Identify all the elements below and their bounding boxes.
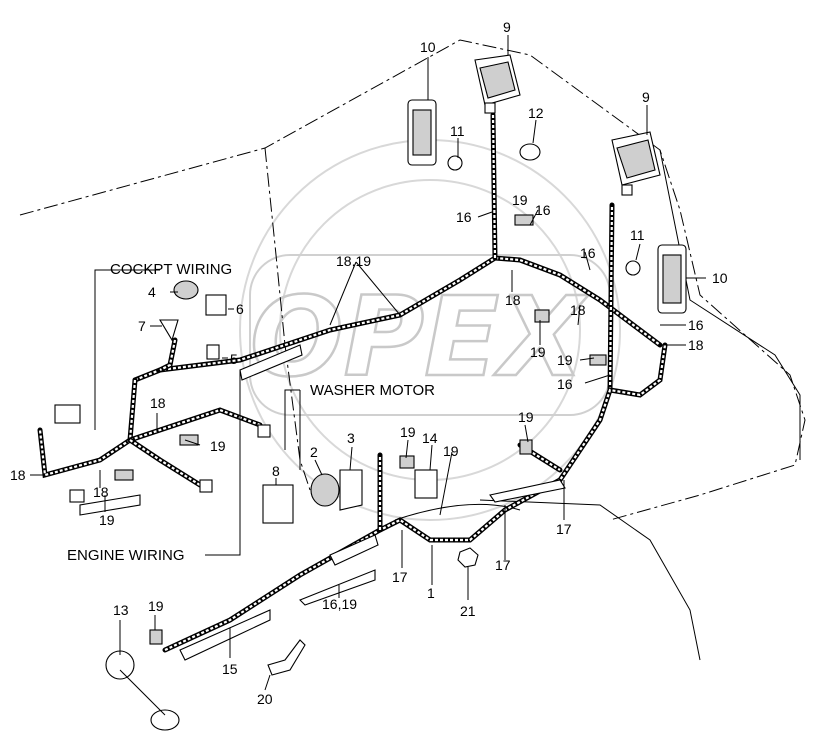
connector-5 — [206, 344, 220, 360]
leader-lines — [30, 35, 706, 691]
engine-wiring-label: ENGINE WIRING — [67, 547, 185, 564]
callout-9-right: 9 — [642, 89, 650, 105]
callout-18-d: 18 — [150, 395, 166, 411]
clip-19-e — [589, 354, 607, 366]
callout-19-b: 19 — [530, 344, 546, 360]
engine-connector-left — [69, 489, 85, 503]
callout-18-c: 18 — [688, 337, 704, 353]
clip-19-a — [179, 434, 199, 446]
horn-bracket — [339, 469, 363, 511]
lamp-socket-left — [447, 155, 463, 171]
cockpit-connector-end — [257, 424, 271, 438]
fuel-sender — [105, 650, 135, 680]
washer-motor-label: WASHER MOTOR — [310, 382, 435, 399]
callout-18-19: 18,19 — [336, 253, 371, 269]
callout-17-b: 17 — [495, 557, 511, 573]
callout-12: 12 — [528, 105, 544, 121]
callout-14: 14 — [422, 430, 438, 446]
callout-5: 5 — [230, 351, 238, 367]
clamp-plates — [79, 344, 566, 661]
work-lamp-left — [474, 54, 521, 114]
clamp-plate-19-left — [79, 494, 141, 516]
callout-7: 7 — [138, 318, 146, 334]
callout-20: 20 — [257, 691, 273, 707]
callout-19-d: 19 — [518, 409, 534, 425]
work-lamp-right — [611, 131, 661, 196]
ground-strap — [267, 639, 306, 676]
callout-17-a: 17 — [392, 569, 408, 585]
cockpit-connector — [54, 404, 81, 424]
callout-10-left: 10 — [420, 39, 436, 55]
sensor-14 — [414, 469, 438, 499]
callout-19-h: 19 — [443, 443, 459, 459]
callout-18-a: 18 — [505, 292, 521, 308]
combination-lamp-left — [407, 99, 437, 166]
callout-10-right: 10 — [712, 270, 728, 286]
clamp-plate-16-19 — [299, 569, 376, 606]
callout-21: 21 — [460, 603, 476, 619]
cockpit-wiring-label: COCKPT WIRING — [110, 261, 232, 278]
clamp-plate-3 — [329, 534, 379, 566]
buzzer — [173, 280, 199, 300]
watermark: OPEX — [239, 139, 621, 521]
callout-18-e: 18 — [10, 467, 26, 483]
callout-19-e: 19 — [210, 438, 226, 454]
relay — [205, 294, 227, 316]
callout-2: 2 — [310, 444, 318, 460]
clamp-plate-washer — [239, 344, 303, 381]
callout-19-g: 19 — [400, 424, 416, 440]
callout-18-f: 18 — [93, 484, 109, 500]
callout-19-f: 19 — [99, 512, 115, 528]
clip-19-f — [519, 439, 533, 455]
callouts: 10 9 9 11 12 19 16 16 11 16 10 18,19 18 … — [10, 19, 728, 707]
callout-16-19: 16,19 — [322, 596, 357, 612]
beacon-socket — [519, 143, 541, 161]
callout-11-right: 11 — [630, 227, 645, 243]
callout-3: 3 — [347, 430, 355, 446]
callout-17-c: 17 — [556, 521, 572, 537]
callout-19-c: 19 — [557, 352, 573, 368]
nut — [457, 547, 479, 568]
callout-19-i: 19 — [148, 598, 164, 614]
callout-16-a: 16 — [456, 209, 472, 225]
fuse-box — [262, 484, 294, 524]
callout-16-d: 16 — [557, 376, 573, 392]
combination-lamp-right — [657, 244, 687, 314]
diode — [159, 319, 179, 342]
callout-18-b: 18 — [570, 302, 586, 318]
section-labels: COCKPT WIRING WASHER MOTOR ENGINE WIRING — [67, 261, 435, 564]
clip-19-b — [114, 469, 134, 481]
callout-8: 8 — [272, 463, 280, 479]
horn — [310, 473, 340, 507]
callout-15: 15 — [222, 661, 238, 677]
callout-9-left: 9 — [503, 19, 511, 35]
callout-6: 6 — [236, 301, 244, 317]
clamp-plate-17-right — [489, 479, 566, 503]
clip-19-d — [534, 309, 550, 323]
clamp-plate-15 — [179, 609, 271, 661]
fuel-sender-float — [150, 709, 180, 731]
callout-19-a: 19 — [512, 192, 528, 208]
harness-lines — [37, 112, 668, 653]
engine-connector-end — [199, 479, 213, 493]
callout-1: 1 — [427, 585, 435, 601]
callout-16-c: 16 — [580, 245, 596, 261]
callout-4: 4 — [148, 284, 156, 300]
callout-16-e: 16 — [688, 317, 704, 333]
clip-19-g — [399, 455, 415, 469]
lamp-socket-right — [625, 260, 641, 276]
callout-13: 13 — [113, 602, 129, 618]
callout-11-left: 11 — [450, 123, 465, 139]
components — [54, 54, 687, 731]
callout-16-b: 16 — [535, 202, 551, 218]
clip-19-h — [149, 629, 163, 645]
